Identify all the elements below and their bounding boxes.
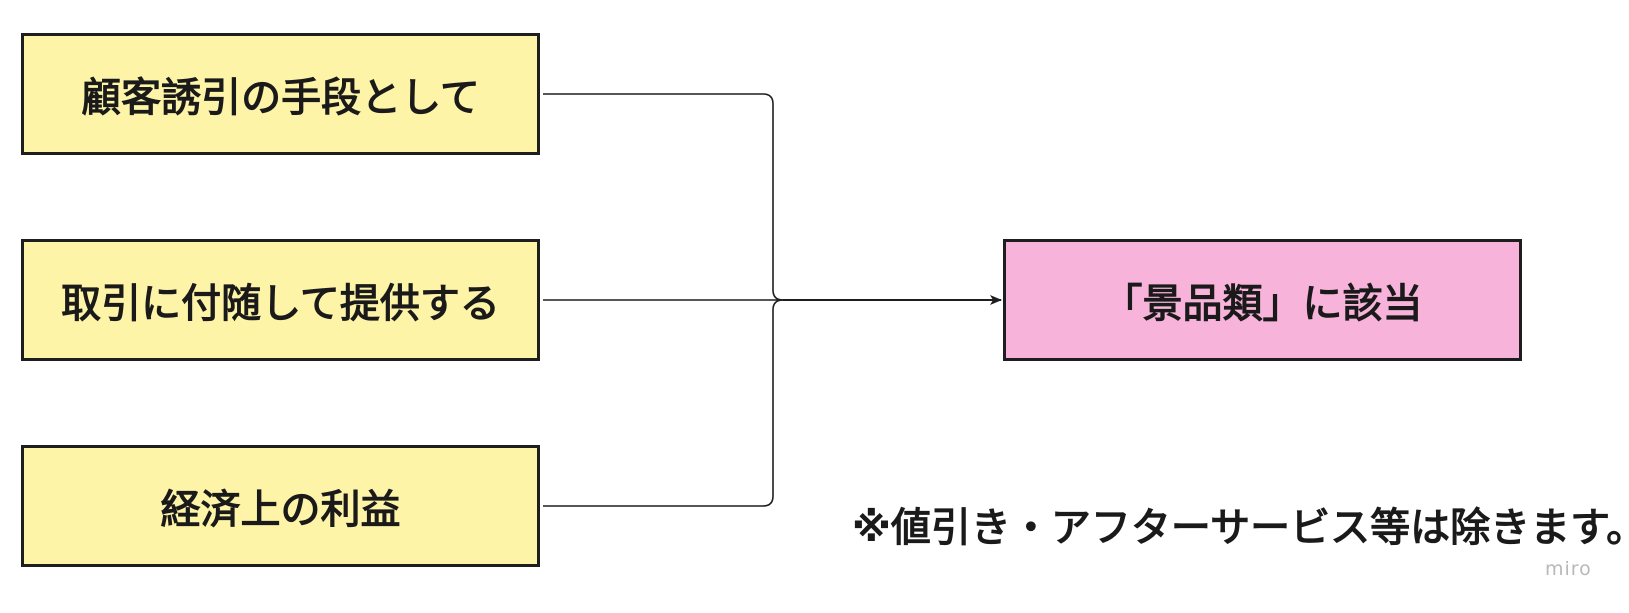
- miro-watermark: miro: [1545, 558, 1592, 580]
- condition-label: 取引に付随して提供する: [61, 281, 500, 327]
- result-label: 「景品類」に該当: [1102, 281, 1423, 327]
- condition-box-customer-inducement: 顧客誘引の手段として: [21, 33, 540, 155]
- connector-top: [543, 93, 784, 301]
- condition-label: 経済上の利益: [160, 487, 401, 533]
- condition-box-incidental-to-transaction: 取引に付随して提供する: [21, 239, 540, 361]
- condition-box-economic-benefit: 経済上の利益: [21, 445, 540, 567]
- connector-bottom: [543, 299, 784, 507]
- result-box-premium: 「景品類」に該当: [1003, 239, 1522, 361]
- condition-label: 顧客誘引の手段として: [81, 75, 480, 121]
- exclusion-note: ※値引き・アフターサービス等は除きます。: [852, 505, 1629, 551]
